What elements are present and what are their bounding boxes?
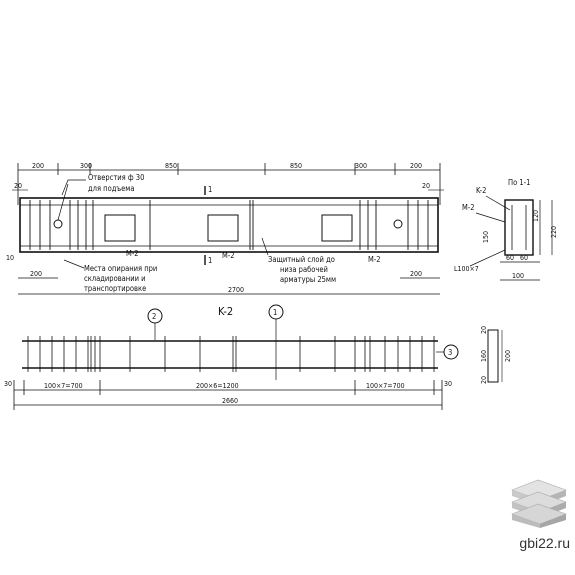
position-3: 3 <box>448 348 452 357</box>
total-length: 2700 <box>228 286 244 294</box>
cage-section <box>487 329 499 383</box>
cover-note-line3: арматуры 25мм <box>280 275 336 284</box>
mesh-label-3: M-2 <box>368 255 381 264</box>
top-dim-4: 850 <box>290 162 302 170</box>
edge-dim-left: 20 <box>14 182 22 190</box>
section-angle: L100×7 <box>454 265 479 273</box>
top-dim-2: 300 <box>80 162 92 170</box>
section-title: По 1-1 <box>508 178 530 187</box>
top-dim-1: 200 <box>32 162 44 170</box>
cage-section-dim-3: 200 <box>504 350 512 362</box>
cage-total-length: 2660 <box>222 397 238 405</box>
top-dim-3: 850 <box>165 162 177 170</box>
position-2: 2 <box>152 312 156 321</box>
mesh-label-1: M-2 <box>126 249 139 258</box>
hole-note-line2: для подъема <box>88 184 135 193</box>
section-dim-220: 220 <box>550 226 558 238</box>
cage-section-dim-2: 160 <box>480 350 488 362</box>
section-view: По 1-1 K-2 M-2 150 120 220 L100×7 60 60 … <box>454 178 558 281</box>
section-bottom-2: 60 <box>520 254 528 262</box>
section-bottom-1: 60 <box>506 254 514 262</box>
section-dim-150: 150 <box>482 231 490 243</box>
cage-title: K-2 <box>218 305 233 318</box>
cover-note-line1: Защитный слой до <box>268 255 335 264</box>
top-dim-5: 300 <box>355 162 367 170</box>
lifting-hole-left <box>53 219 63 229</box>
section-bottom-3: 100 <box>512 272 524 280</box>
section-mark-bottom: 1 <box>208 256 212 265</box>
beam-view: 200 300 850 850 300 200 20 20 <box>6 162 444 295</box>
bottom-dim-left: 200 <box>30 270 42 278</box>
cage-dim-right-span: 100×7=700 <box>366 382 405 390</box>
support-note-line3: транспортировке <box>84 284 146 293</box>
cage-stirrups <box>27 336 435 372</box>
support-note-line1: Места опирания при <box>84 264 157 273</box>
cage-section-dim-1: 20 <box>480 326 488 334</box>
cage-dim-middle: 200×6=1200 <box>196 382 239 390</box>
section-mesh-label: M-2 <box>462 203 475 212</box>
support-note-line2: складировании и <box>84 274 146 283</box>
mesh-box-1 <box>104 214 136 242</box>
position-1: 1 <box>273 308 277 317</box>
section-outline <box>504 199 534 256</box>
cover-note-line2: низа рабочей <box>280 265 328 274</box>
mesh-box-3 <box>321 214 353 242</box>
cage-dim-left-span: 100×7=700 <box>44 382 83 390</box>
cage-section-dim-4: 20 <box>480 376 488 384</box>
section-dim-120: 120 <box>532 210 540 222</box>
bottom-dim-small: 10 <box>6 254 14 262</box>
cage-dim-left-edge: 30 <box>4 380 12 388</box>
bottom-dim-right: 200 <box>410 270 422 278</box>
edge-dim-right: 20 <box>422 182 430 190</box>
cage-dim-right-edge: 30 <box>444 380 452 388</box>
stirrups <box>29 200 429 250</box>
section-cage-label: K-2 <box>476 186 486 195</box>
site-label[interactable]: gbi22.ru <box>519 535 570 551</box>
mesh-label-2: M-2 <box>222 251 235 260</box>
cage-view: K-2 2 1 3 <box>4 304 512 410</box>
top-dim-6: 200 <box>410 162 422 170</box>
hole-note-line1: Отверстия ф 30 <box>88 173 144 182</box>
mesh-box-2 <box>207 214 239 242</box>
lifting-hole-right <box>393 219 403 229</box>
section-mark-top: 1 <box>208 185 212 194</box>
site-logo-icon <box>511 479 567 528</box>
